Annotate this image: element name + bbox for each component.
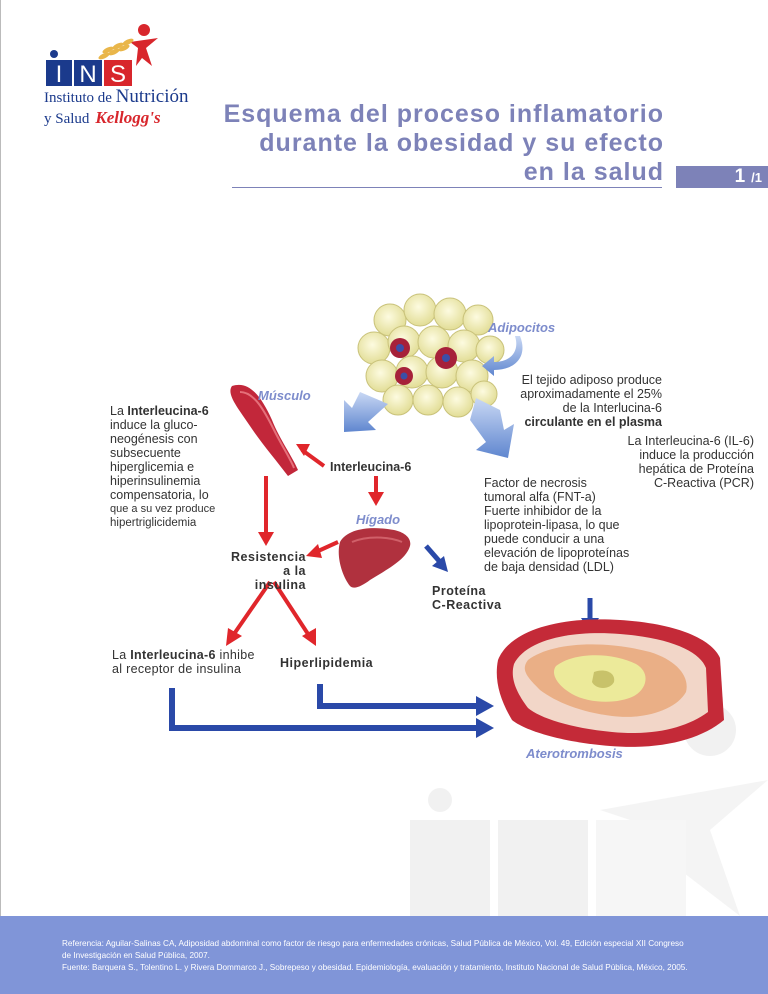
- page-title: Esquema del proceso inflamatorio durante…: [184, 100, 664, 187]
- adipocytes-illustration: [357, 293, 505, 418]
- il6-to-muscle-arrow: [296, 444, 326, 468]
- logo-box-s: [104, 60, 132, 86]
- liver-to-resistance-arrow: [306, 540, 339, 558]
- ins-watermark: [410, 704, 768, 916]
- fnt-description: Factor de necrosis tumoral alfa (FNT-a) …: [484, 476, 664, 574]
- footer-reference-line-2: de Investigación en Salud Pública, 2007.: [62, 951, 210, 960]
- musculo-desc-il6: Interleucina-6: [127, 404, 209, 418]
- fnt-desc-line-6: elevación de lipoproteínas: [484, 546, 630, 560]
- il6-desc-line-1: La Interleucina-6 (IL-6): [627, 434, 754, 448]
- ins-logo: I N S: [46, 24, 158, 88]
- inhibe-to-aterotrombosis-arrow: [169, 688, 494, 738]
- adipose-desc-line-2: aproximadamente el 25%: [520, 387, 662, 401]
- resistencia-line-2: a la insulina: [254, 564, 306, 592]
- musculo-description: La Interleucina-6 induce la gluco- neogé…: [110, 404, 228, 530]
- musculo-desc-line-8: que a su vez produce: [110, 503, 216, 515]
- resistencia-line-1: Resistencia: [231, 550, 306, 564]
- logo-letter-s: S: [110, 61, 126, 88]
- inhibe-line-1-post: inhibe: [215, 648, 255, 662]
- label-interleucina-6: Interleucina-6: [330, 460, 412, 474]
- inhibe-description: La Interleucina-6 inhibe al receptor de …: [112, 648, 262, 676]
- wheat-icon: [98, 38, 134, 60]
- inflammatory-cells-icon: [390, 338, 457, 385]
- il6-desc-line-3: hepática de Proteína: [638, 462, 754, 476]
- resistance-split-arrows: [226, 580, 316, 646]
- logo-line-2: y Salud Kellogg's: [44, 108, 161, 128]
- title-line-2: durante la obesidad y su efecto: [259, 129, 664, 157]
- logo-box-i: [46, 60, 72, 86]
- inhibe-line-2: al receptor de insulina: [112, 662, 242, 676]
- person-figure-icon: [130, 24, 158, 66]
- inhibe-line-1-pre: La: [112, 648, 131, 662]
- proteina-line-2: C-Reactiva: [432, 598, 502, 612]
- logo-line1-prefix: Instituto de: [44, 90, 112, 106]
- inhibe-il6: Interleucina-6: [130, 648, 216, 662]
- logo-letter-n: N: [79, 61, 96, 88]
- liver-illustration: [338, 528, 411, 588]
- footer-bar: [0, 916, 768, 994]
- label-musculo: Músculo: [258, 388, 311, 403]
- fnt-desc-line-4: lipoprotein-lipasa, lo que: [484, 518, 620, 532]
- page-current: 1: [734, 166, 746, 187]
- adipose-desc-line-3: de la Interlucina-6: [562, 401, 662, 415]
- adipocitos-curved-arrow: [482, 336, 523, 376]
- il6-to-liver-arrow: [368, 476, 384, 506]
- adipose-desc-line-4: circulante en el plasma: [524, 415, 662, 429]
- footer-reference-line-1: Referencia: Aguilar-Salinas CA, Adiposid…: [62, 939, 684, 948]
- footer-source-line: Fuente: Barquera S., Tolentino L. y Rive…: [62, 963, 688, 972]
- musculo-desc-line-6: hiperinsulinemia: [110, 474, 201, 488]
- liver-to-pcr-arrow: [424, 544, 448, 572]
- musculo-desc-line-4: subsecuente: [110, 446, 181, 460]
- label-resistencia: Resistencia a la insulina: [228, 550, 306, 592]
- label-higado: Hígado: [356, 512, 401, 527]
- label-aterotrombosis: Aterotrombosis: [526, 746, 623, 761]
- musculo-desc-line-3: neogénesis con: [110, 432, 198, 446]
- logo-dot: [50, 50, 58, 58]
- adipose-desc-line-1: El tejido adiposo produce: [521, 373, 662, 387]
- logo-line1-big: Nutrición: [115, 86, 189, 107]
- fnt-desc-line-1: Factor de necrosis: [484, 476, 587, 490]
- il6-description: La Interleucina-6 (IL-6) induce la produ…: [580, 434, 754, 490]
- fnt-desc-line-3: Fuerte inhibidor de la: [484, 504, 602, 518]
- title-line-1: Esquema del proceso inflamatorio: [223, 100, 664, 128]
- title-underline: [232, 187, 662, 188]
- inhibe-line-1: La Interleucina-6 inhibe: [112, 648, 262, 662]
- page-left-border: [0, 0, 1, 994]
- kelloggs-logo: Kellogg's: [95, 108, 161, 127]
- logo-box-n: [74, 60, 102, 86]
- page-number-badge: 1/1: [676, 166, 768, 188]
- musculo-desc-line-5: hiperglicemia e: [110, 460, 195, 474]
- adipose-description: El tejido adiposo produce aproximadament…: [500, 373, 662, 429]
- musculo-desc-line-9: hipertriglicidemia: [110, 517, 197, 529]
- logo-letter-i: I: [56, 61, 63, 88]
- adipose-to-il6-arrow: [344, 392, 388, 432]
- fnt-desc-line-5: puede conducir a una: [484, 532, 605, 546]
- adipose-to-fnt-arrow: [470, 398, 514, 458]
- logo-line-1: Instituto de Nutrición: [44, 86, 189, 108]
- label-proteina-c-reactiva: Proteína C-Reactiva: [432, 584, 502, 612]
- musculo-desc-line-2: induce la gluco-: [110, 418, 198, 432]
- hiperlipidemia-to-aterotrombosis-arrow: [317, 684, 494, 716]
- artery-illustration: [496, 619, 724, 747]
- musculo-desc-line-7: compensatoria, lo: [110, 488, 209, 502]
- il6-desc-line-4: C-Reactiva (PCR): [653, 476, 754, 490]
- title-line-3: en la salud: [523, 158, 664, 186]
- footer-references: Referencia: Aguilar-Salinas CA, Adiposid…: [62, 938, 752, 974]
- logo-line2-text: y Salud: [44, 111, 90, 127]
- muscle-down-arrow: [258, 476, 274, 546]
- musculo-desc-line-1-pre: La: [110, 404, 128, 418]
- muscle-illustration: [230, 384, 298, 476]
- diagram-graphics: [169, 293, 724, 747]
- il6-desc-line-2: induce la producción: [639, 448, 754, 462]
- page-total: /1: [751, 170, 762, 185]
- musculo-desc-line-1: La Interleucina-6: [110, 404, 228, 418]
- proteina-line-1: Proteína: [432, 584, 487, 598]
- label-hiperlipidemia: Hiperlipidemia: [280, 656, 374, 670]
- label-adipocitos: Adipocitos: [488, 320, 556, 335]
- fnt-desc-line-2: tumoral alfa (FNT-a): [484, 490, 596, 504]
- fnt-desc-line-7: de baja densidad (LDL): [484, 560, 614, 574]
